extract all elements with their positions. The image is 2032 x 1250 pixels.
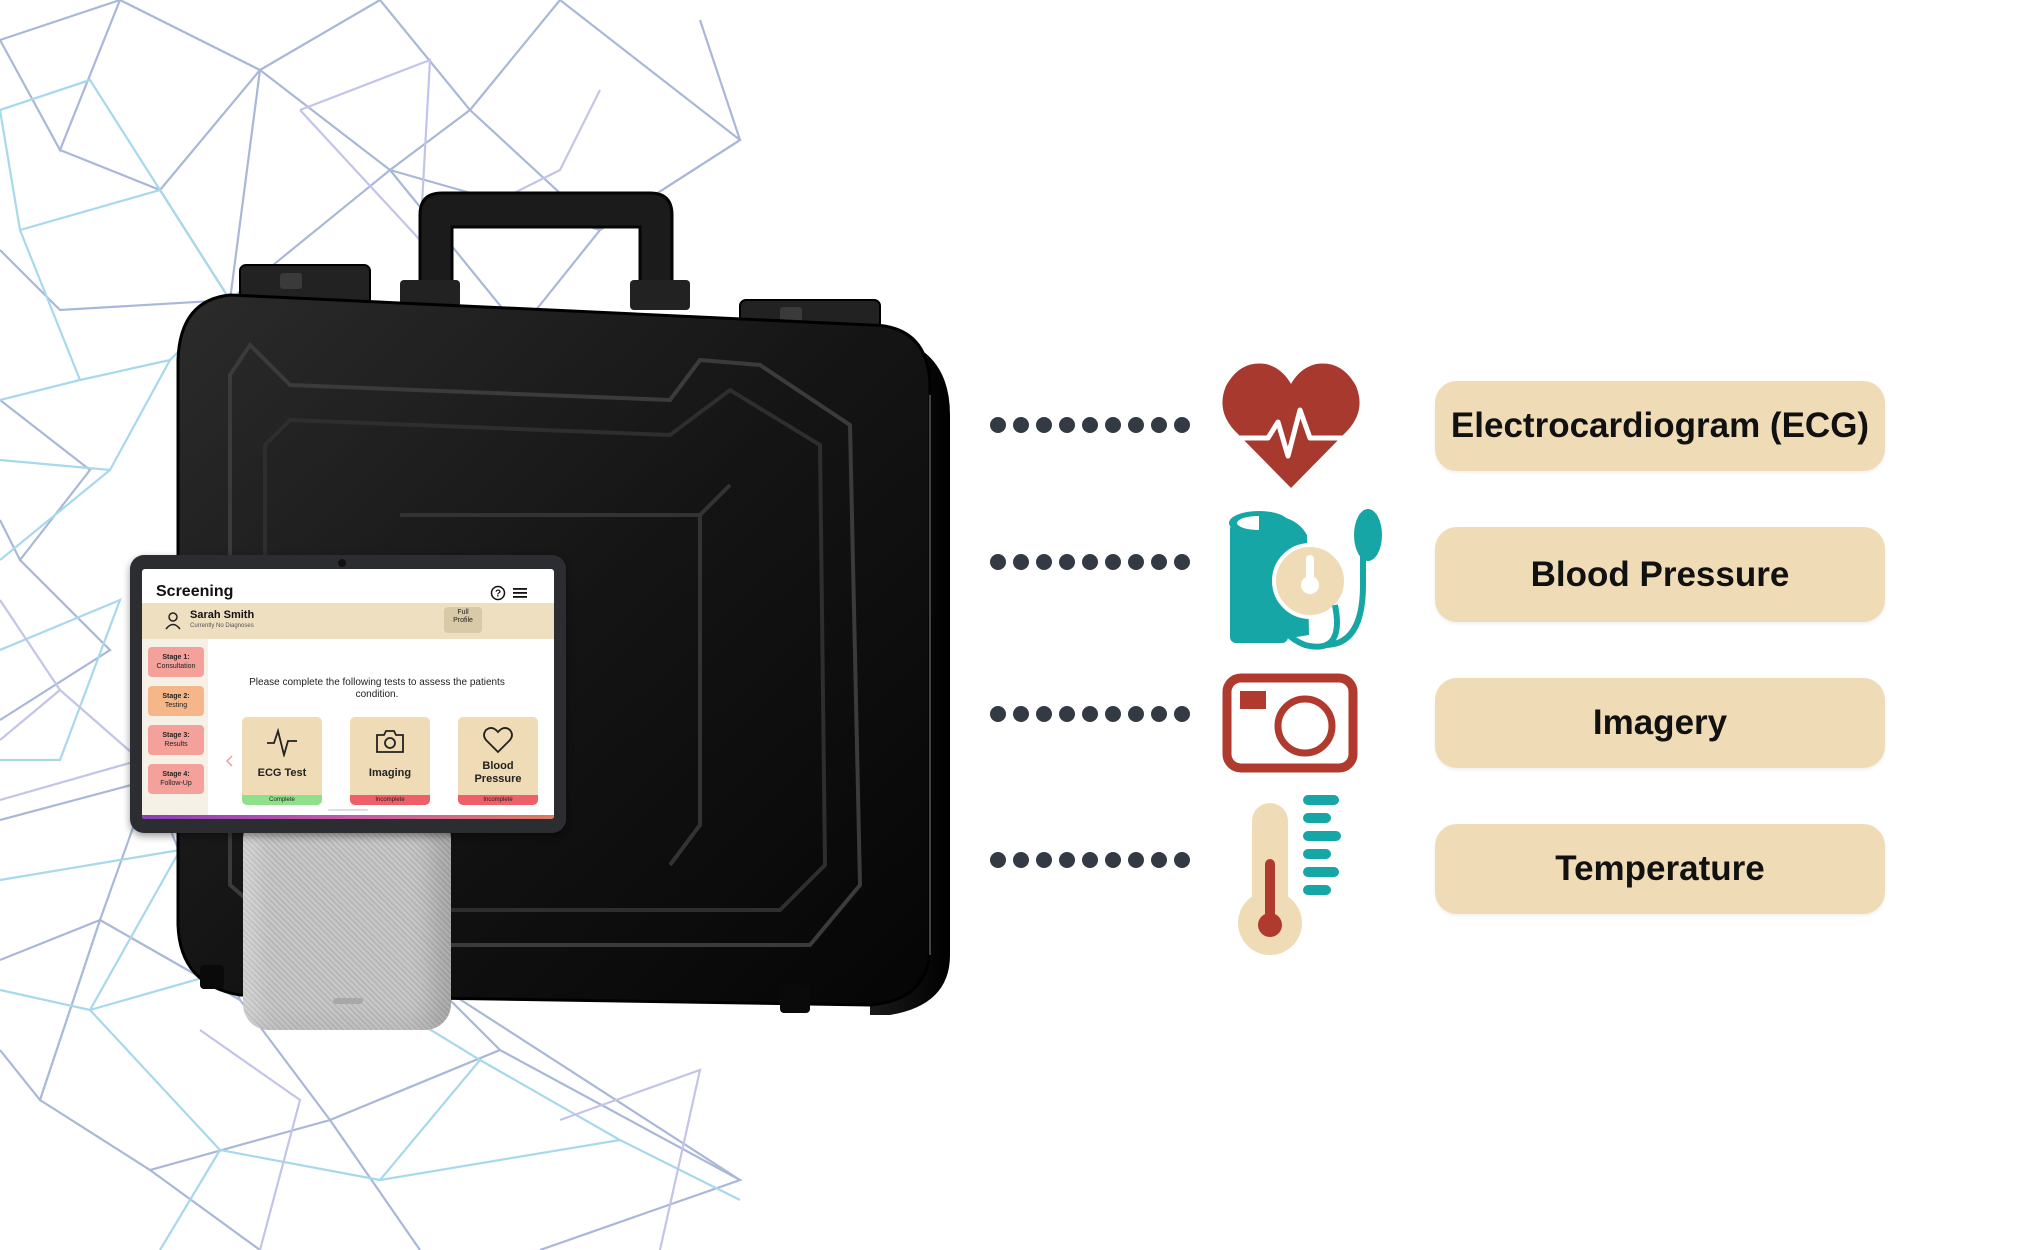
svg-text:?: ? <box>495 589 501 600</box>
blood-pressure-label: Blood Pressure <box>1435 527 1885 622</box>
chevron-left-icon[interactable] <box>226 755 234 767</box>
ecg-test-card[interactable]: ECG Test Complete <box>242 717 322 805</box>
blood-pressure-cuff-icon <box>1229 509 1382 650</box>
camera-icon <box>1222 673 1358 773</box>
help-icon[interactable]: ? <box>490 585 506 601</box>
heart-ecg-icon <box>1222 363 1360 488</box>
full-profile-label: Full Profile <box>453 609 473 624</box>
heart-outline-icon <box>483 727 513 754</box>
stage-4-item[interactable]: Stage 4: Follow-Up <box>148 764 204 794</box>
stage-3-name: Results <box>164 741 188 748</box>
ecg-label: Electrocardiogram (ECG) <box>1435 381 1885 471</box>
stage-1-item[interactable]: Stage 1: Consultation <box>148 647 204 677</box>
imaging-card[interactable]: Imaging Incomplete <box>350 717 430 805</box>
stage-2-item[interactable]: Stage 2: Testing <box>148 686 204 716</box>
stage-2-name: Testing <box>164 702 188 709</box>
ecg-wave-icon <box>267 727 297 757</box>
blood-pressure-label-2: Pressure <box>474 773 522 785</box>
bottom-gradient-bar <box>142 815 554 819</box>
patient-name: Sarah Smith <box>190 609 255 621</box>
instruction-text: Please complete the following tests to a… <box>249 677 505 700</box>
imaging-status: Incomplete <box>350 795 430 805</box>
connector-dots-temperature <box>990 850 1190 870</box>
stage-1-name: Consultation <box>156 663 196 670</box>
stage-4-title: Stage 4: <box>162 771 190 778</box>
temperature-label: Temperature <box>1435 824 1885 914</box>
connector-dots-ecg <box>990 415 1190 435</box>
speaker-stand <box>243 820 451 1030</box>
stage-3-title: Stage 3: <box>162 732 190 739</box>
blood-pressure-label-1: Blood <box>482 760 514 772</box>
tablet-device: Screening ? Sarah Smith Currently No Dia… <box>130 555 566 833</box>
patient-bar: Sarah Smith Currently No Diagnoses Full … <box>142 603 554 639</box>
blood-pressure-card[interactable]: Blood Pressure Incomplete <box>458 717 538 805</box>
camera-outline-icon <box>376 730 404 753</box>
stage-1-title: Stage 1: <box>162 654 190 661</box>
imagery-label: Imagery <box>1435 678 1885 768</box>
imaging-label: Imaging <box>368 767 412 779</box>
menu-icon[interactable] <box>512 586 528 600</box>
ecg-test-label: ECG Test <box>257 767 307 779</box>
home-indicator <box>328 809 368 811</box>
connector-dots-imagery <box>990 704 1190 724</box>
screen-title: Screening <box>156 583 234 600</box>
blood-pressure-status: Incomplete <box>458 795 538 805</box>
tablet-screen: Screening ? Sarah Smith Currently No Dia… <box>142 569 554 819</box>
stage-4-name: Follow-Up <box>160 780 192 787</box>
patient-status: Currently No Diagnoses <box>190 623 254 629</box>
thermometer-icon <box>1238 795 1341 955</box>
stage-3-item[interactable]: Stage 3: Results <box>148 725 204 755</box>
full-profile-button[interactable]: Full Profile <box>444 607 482 633</box>
stage-2-title: Stage 2: <box>162 693 190 700</box>
user-icon <box>165 612 181 630</box>
connector-dots-blood-pressure <box>990 552 1190 572</box>
ecg-test-status: Complete <box>242 795 322 805</box>
